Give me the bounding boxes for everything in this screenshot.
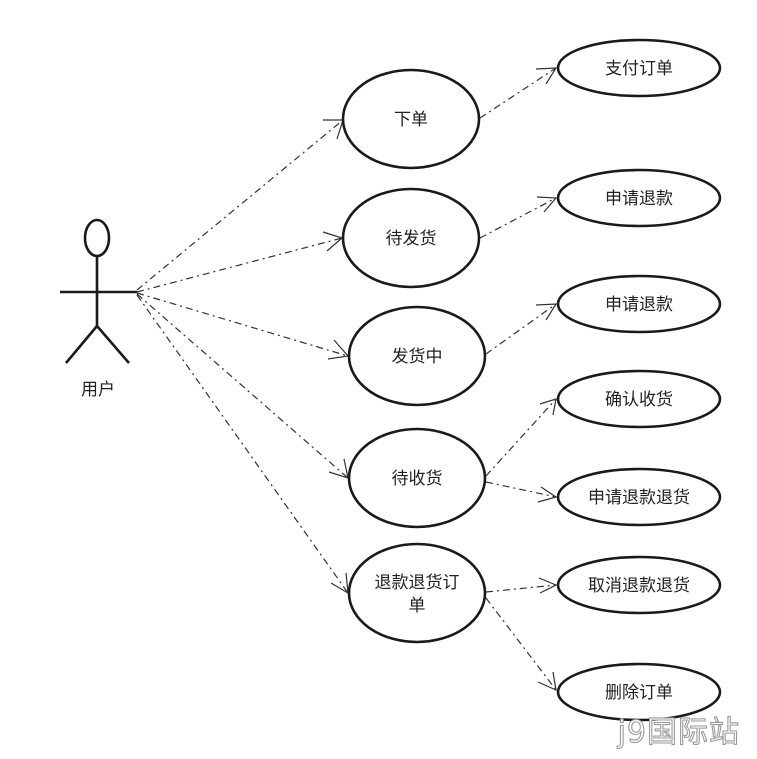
use-case-refund-return-order[interactable]: 退款退货订 单 — [347, 542, 487, 644]
arrowhead — [536, 196, 558, 213]
use-case-refund-1[interactable]: 申请退款 — [556, 168, 722, 228]
edge-actor-pending-receive — [136, 293, 349, 479]
use-case-shipping[interactable]: 发货中 — [347, 305, 487, 407]
use-case-label: 确认收货 — [605, 390, 673, 410]
use-case-refund-2[interactable]: 申请退款 — [556, 274, 722, 334]
edge-receive-confirm — [485, 398, 557, 477]
use-case-label: 删除订单 — [605, 683, 673, 703]
arrowhead — [538, 577, 558, 594]
edge-actor-shipping — [136, 292, 349, 357]
edge-order-cancel — [485, 584, 557, 593]
arrowhead — [537, 671, 557, 692]
use-case-pending-receive[interactable]: 待收货 — [347, 427, 487, 529]
use-case-label: 申请退款 — [605, 189, 673, 209]
actor-left-leg — [65, 325, 98, 364]
use-case-delete-order[interactable]: 删除订单 — [556, 662, 722, 722]
actor-label: 用户 — [81, 380, 115, 400]
use-case-label: 待发货 — [386, 229, 437, 249]
use-case-place-order[interactable]: 下单 — [341, 68, 481, 170]
use-case-label: 申请退款 — [605, 295, 673, 315]
arrowhead — [535, 303, 558, 321]
arrowhead — [323, 119, 344, 140]
arrowhead — [535, 67, 558, 85]
use-case-cancel-refund-return[interactable]: 取消退款退货 — [556, 555, 722, 615]
arrowhead — [327, 339, 350, 360]
edge-actor-refund-return-order — [136, 294, 349, 594]
use-case-label: 取消退款退货 — [588, 576, 690, 596]
use-case-pay-order[interactable]: 支付订单 — [556, 38, 722, 98]
sub-edges — [479, 67, 558, 692]
use-case-label: 待收货 — [392, 469, 443, 489]
use-case-refund-return[interactable]: 申请退款退货 — [556, 467, 722, 527]
edge-actor-pending-ship — [136, 237, 343, 293]
use-case-label: 支付订单 — [605, 59, 673, 79]
edge-pending-ship-refund — [479, 197, 557, 239]
actor-head — [83, 218, 111, 258]
edge-order-delete — [485, 597, 557, 691]
watermark: j9国际站 — [617, 715, 740, 750]
arrowhead — [537, 486, 558, 503]
arrowhead — [539, 398, 557, 416]
use-case-label: 退款退货订 — [375, 573, 460, 593]
actor-edges — [136, 119, 350, 595]
arrowhead — [322, 231, 344, 252]
use-case-confirm-receipt[interactable]: 确认收货 — [556, 369, 722, 429]
edge-shipping-refund — [485, 303, 557, 355]
edge-place-order-pay — [479, 67, 557, 119]
use-case-label: 下单 — [394, 110, 428, 130]
use-case-pending-ship[interactable]: 待发货 — [341, 187, 481, 289]
actor-user: 用户 — [60, 218, 137, 400]
use-case-label: 发货中 — [392, 347, 443, 367]
use-case-label: 申请退款退货 — [588, 488, 690, 508]
use-case-label: 单 — [409, 596, 426, 616]
actor-right-leg — [96, 325, 130, 364]
edge-receive-refund-return — [485, 481, 557, 498]
edge-actor-place-order — [136, 119, 344, 291]
